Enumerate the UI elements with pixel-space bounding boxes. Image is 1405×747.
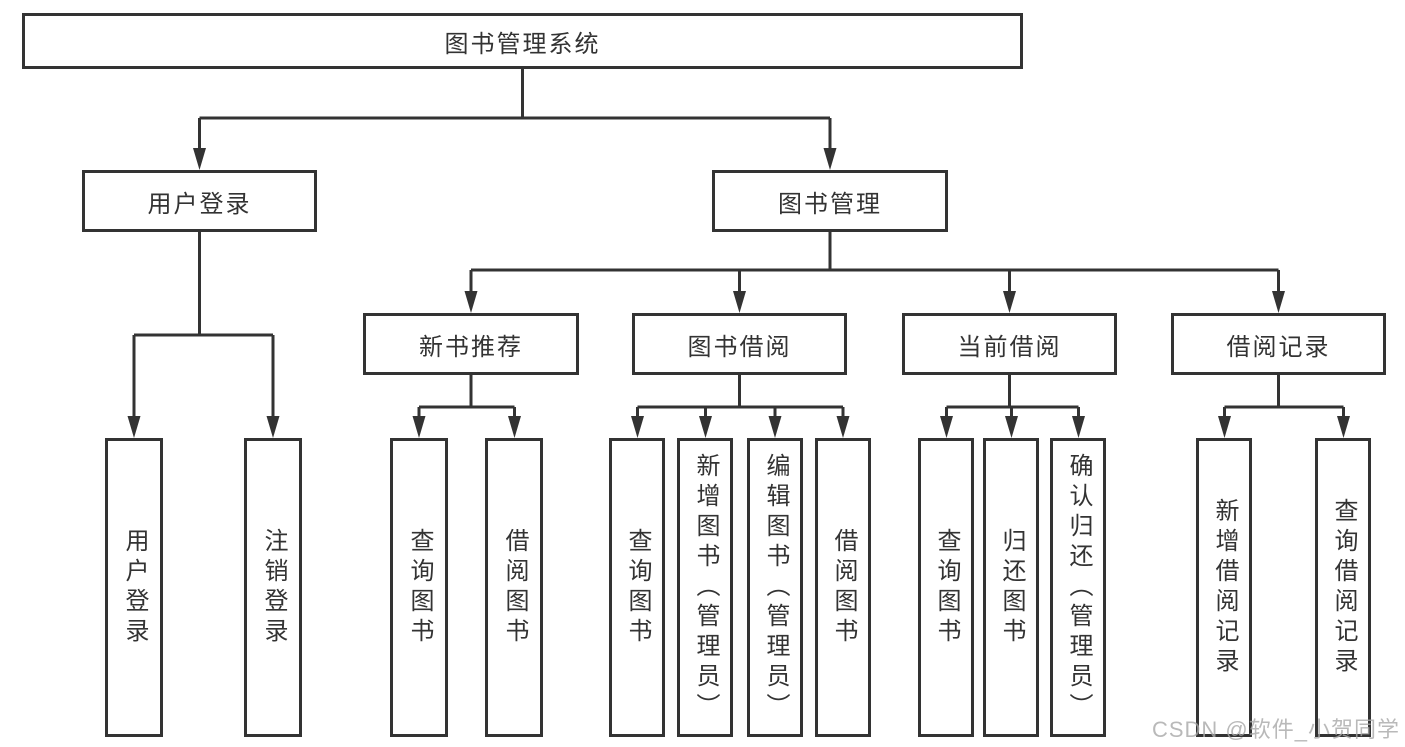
node-new-book-recommend-label: 新书推荐 <box>419 333 523 361</box>
leaf-add-borrow-record: 新增借阅记录 <box>1196 438 1252 737</box>
leaf-query-books-current-label: 查询图书 <box>933 527 960 648</box>
leaf-edit-book-admin-label: 编辑图书（管理员） <box>762 452 789 723</box>
node-user-login: 用户登录 <box>82 170 317 232</box>
node-book-management: 图书管理 <box>712 170 948 232</box>
node-root: 图书管理系统 <box>22 13 1023 69</box>
leaf-query-books-borrowing-label: 查询图书 <box>624 527 651 648</box>
leaf-borrow-books-recommend-label: 借阅图书 <box>501 527 528 648</box>
leaf-return-books: 归还图书 <box>983 438 1039 737</box>
leaf-query-books-recommend: 查询图书 <box>390 438 448 737</box>
leaf-add-book-admin: 新增图书（管理员） <box>677 438 733 737</box>
node-book-borrowing-label: 图书借阅 <box>687 333 792 361</box>
arrowheads <box>127 148 1350 438</box>
leaf-query-books-current: 查询图书 <box>918 438 974 737</box>
leaf-user-login: 用户登录 <box>105 438 163 737</box>
leaf-logout: 注销登录 <box>244 438 302 737</box>
node-user-login-label: 用户登录 <box>147 190 252 218</box>
node-borrowing-records: 借阅记录 <box>1171 313 1386 375</box>
leaf-confirm-return-admin: 确认归还（管理员） <box>1050 438 1106 737</box>
leaf-borrow-books-recommend: 借阅图书 <box>485 438 543 737</box>
leaf-edit-book-admin: 编辑图书（管理员） <box>747 438 803 737</box>
leaf-user-login-label: 用户登录 <box>121 527 148 648</box>
leaf-confirm-return-admin-label: 确认归还（管理员） <box>1065 452 1092 723</box>
leaf-logout-label: 注销登录 <box>260 527 287 648</box>
node-current-borrowing: 当前借阅 <box>902 313 1117 375</box>
csdn-watermark: CSDN @软件_小贺同学 <box>1151 717 1400 742</box>
leaf-add-borrow-record-label: 新增借阅记录 <box>1211 497 1238 678</box>
leaf-borrow-books: 借阅图书 <box>815 438 871 737</box>
leaf-query-borrow-record: 查询借阅记录 <box>1315 438 1371 737</box>
leaf-return-books-label: 归还图书 <box>998 527 1025 648</box>
node-borrowing-records-label: 借阅记录 <box>1226 333 1331 361</box>
leaf-add-book-admin-label: 新增图书（管理员） <box>692 452 719 723</box>
node-book-management-label: 图书管理 <box>778 190 882 218</box>
node-new-book-recommend: 新书推荐 <box>363 313 579 375</box>
node-current-borrowing-label: 当前借阅 <box>957 333 1062 361</box>
leaf-query-books-recommend-label: 查询图书 <box>406 527 433 648</box>
connector-path <box>132 69 1345 420</box>
leaf-query-books-borrowing: 查询图书 <box>609 438 665 737</box>
leaf-query-borrow-record-label: 查询借阅记录 <box>1330 497 1357 678</box>
node-book-borrowing: 图书借阅 <box>632 313 847 375</box>
leaf-borrow-books-label: 借阅图书 <box>830 527 857 648</box>
node-root-label: 图书管理系统 <box>444 30 601 58</box>
